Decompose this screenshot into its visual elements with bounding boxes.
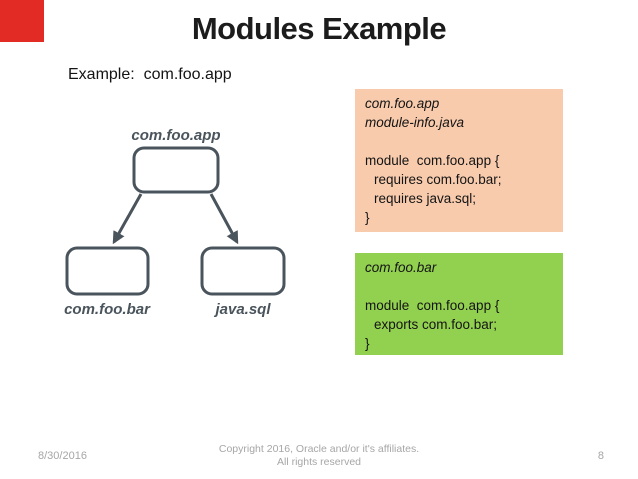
footer-copyright-line1: Copyright 2016, Oracle and/or it's affil…: [218, 443, 420, 455]
code-line: exports com.foo.bar;: [374, 317, 498, 332]
arrow-app-to-sql: [209, 193, 239, 245]
code-line: }: [365, 210, 370, 225]
code-line: module com.foo.app {: [365, 153, 500, 168]
footer-copyright: Copyright 2016, Oracle and/or it's affil…: [0, 443, 638, 468]
slide-title: Modules Example: [191, 11, 447, 46]
diagram-top-node: [132, 146, 220, 194]
footer-date: 8/30/2016: [38, 450, 87, 462]
code-line: requires com.foo.bar;: [374, 172, 502, 187]
code-line: module com.foo.app {: [365, 298, 500, 313]
footer-page-number: 8: [597, 450, 604, 462]
code-line-blank: [365, 277, 553, 296]
arrow-app-to-bar: [112, 193, 143, 245]
diagram-top-node-label: com.foo.app: [131, 127, 220, 144]
code-line-blank: [365, 132, 553, 151]
code-box-module-info: com.foo.app module-info.java module com.…: [355, 89, 563, 232]
diagram-left-node-label: com.foo.bar: [64, 301, 151, 318]
module-dependency-diagram: com.foo.app com.foo.bar java.sql: [64, 127, 286, 318]
code-line: module-info.java: [365, 115, 465, 130]
code-line: }: [365, 336, 370, 351]
footer-copyright-line2: All rights reserved: [276, 455, 362, 468]
diagram-left-node: [65, 246, 150, 296]
diagram-right-node-label: java.sql: [213, 301, 271, 318]
code-line: com.foo.app: [365, 96, 440, 111]
code-line: requires java.sql;: [374, 191, 477, 206]
brand-logo-red-square: [0, 0, 44, 42]
slide-subtitle: Example: com.foo.app: [68, 66, 232, 83]
code-line: com.foo.bar: [365, 260, 437, 275]
code-box-com-foo-bar: com.foo.bar module com.foo.app { exports…: [355, 253, 563, 355]
diagram-right-node: [200, 246, 286, 296]
